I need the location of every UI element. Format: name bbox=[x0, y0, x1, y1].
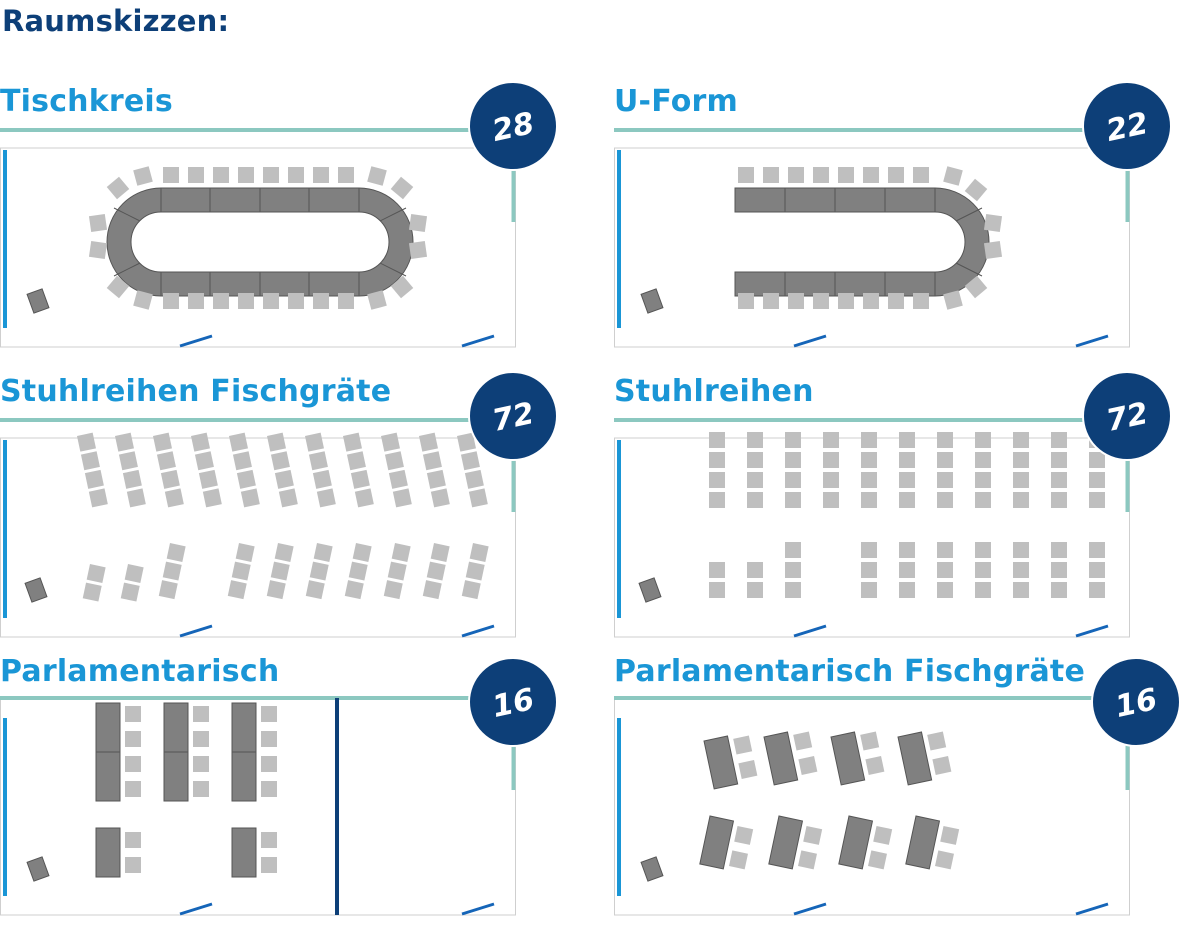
u-table bbox=[734, 187, 990, 297]
chairs bbox=[77, 432, 489, 602]
chairs bbox=[709, 432, 1105, 598]
panel-title: U-Form bbox=[614, 84, 738, 119]
chairs bbox=[738, 166, 1003, 310]
room-sketch: 72 bbox=[614, 371, 1172, 638]
room-sketch: 22 bbox=[614, 81, 1172, 348]
tables-and-chairs bbox=[95, 702, 278, 878]
room-frame bbox=[0, 696, 516, 916]
capacity-badge: 16 bbox=[1091, 657, 1181, 747]
capacity-number: 28 bbox=[489, 106, 537, 149]
panel-title: Tischkreis bbox=[0, 84, 173, 119]
room-sketch: 16 bbox=[614, 657, 1181, 916]
room-sketch: 72 bbox=[0, 371, 558, 638]
panel-stuhlreihen-fischgraete: Stuhlreihen Fischgräte bbox=[0, 371, 560, 644]
capacity-badge: 16 bbox=[468, 657, 558, 747]
panel-parlamentarisch-fischgraete: Parlamentarisch Fischgräte bbox=[614, 654, 1181, 924]
panel-title: Parlamentarisch Fischgräte bbox=[614, 654, 1085, 689]
capacity-number: 16 bbox=[1112, 682, 1160, 725]
room-frame bbox=[614, 128, 1130, 348]
room-frame bbox=[0, 418, 516, 638]
capacity-badge: 28 bbox=[468, 81, 558, 171]
capacity-number: 22 bbox=[1103, 106, 1151, 149]
room-sketch: 28 bbox=[0, 81, 558, 348]
panel-stuhlreihen: Stuhlreihen bbox=[614, 371, 1174, 644]
room-frame bbox=[614, 418, 1130, 638]
chairs bbox=[88, 166, 428, 310]
panel-title: Stuhlreihen bbox=[614, 374, 814, 409]
capacity-badge: 22 bbox=[1082, 81, 1172, 171]
room-frame bbox=[0, 128, 516, 348]
capacity-number: 16 bbox=[489, 682, 537, 725]
room-frame bbox=[614, 696, 1130, 916]
table-ring bbox=[106, 187, 414, 297]
panel-parlamentarisch: Parlamentarisch bbox=[0, 654, 560, 924]
panel-title: Stuhlreihen Fischgräte bbox=[0, 374, 392, 409]
capacity-number: 72 bbox=[489, 396, 537, 439]
room-sketch: 16 bbox=[0, 657, 558, 916]
page-title: Raumskizzen: bbox=[2, 4, 230, 38]
capacity-badge: 72 bbox=[468, 371, 558, 461]
tables-and-chairs bbox=[699, 727, 961, 874]
panel-u-form: U-Form bbox=[614, 81, 1174, 354]
panel-tischkreis: Tischkreis bbox=[0, 81, 560, 354]
capacity-number: 72 bbox=[1103, 396, 1151, 439]
capacity-badge: 72 bbox=[1082, 371, 1172, 461]
panel-title: Parlamentarisch bbox=[0, 654, 280, 689]
